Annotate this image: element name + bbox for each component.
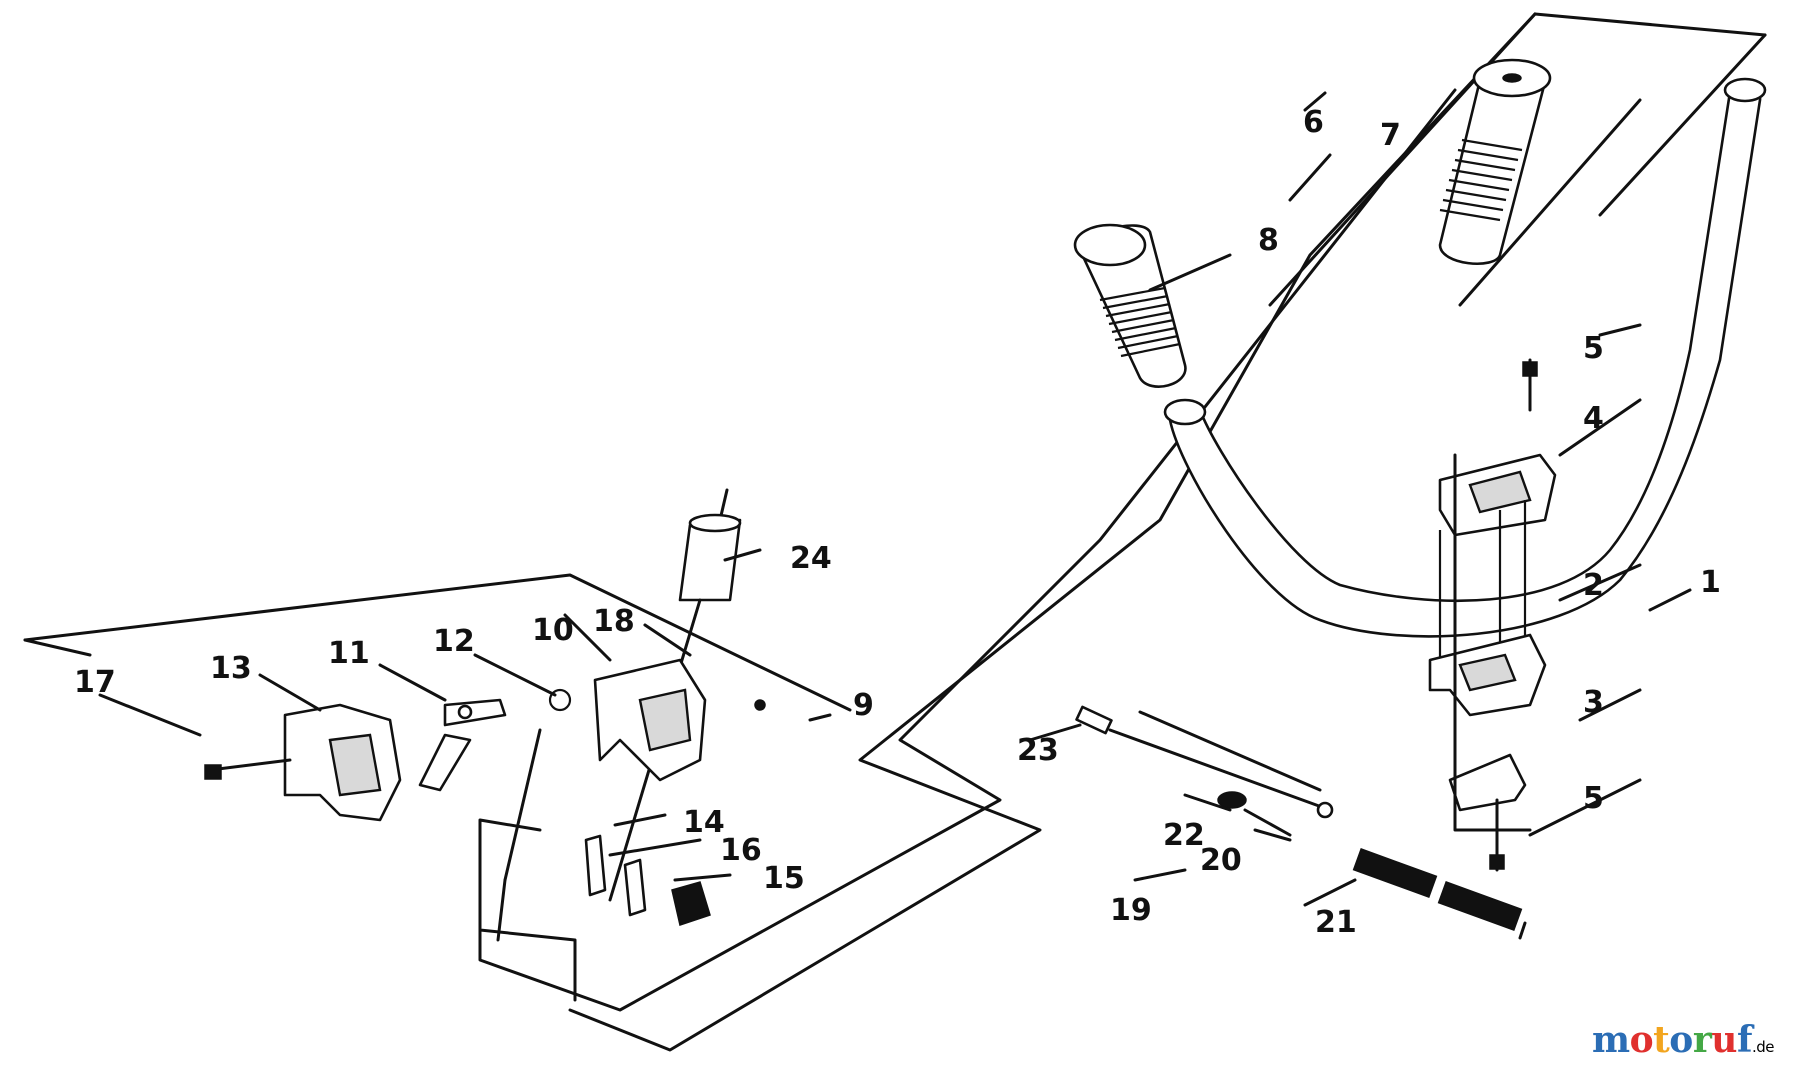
callout-8: 8 — [1258, 223, 1279, 258]
callout-5a: 5 — [1583, 331, 1604, 366]
grip-right — [1438, 58, 1552, 266]
throttle-cable — [1075, 705, 1527, 940]
callout-6: 6 — [1303, 105, 1324, 140]
watermark-letter: r — [1692, 1019, 1712, 1061]
assembly-frame-lines — [23, 12, 1767, 1052]
callout-12: 12 — [433, 624, 475, 659]
throttle-parts — [204, 488, 766, 942]
clamp-assembly — [1428, 358, 1557, 872]
callout-17: 17 — [74, 665, 116, 700]
callout-3: 3 — [1583, 685, 1604, 720]
callout-19: 19 — [1110, 893, 1152, 928]
callout-2: 2 — [1583, 568, 1604, 603]
callout-5b: 5 — [1583, 781, 1604, 816]
callout-24: 24 — [790, 541, 832, 576]
callout-21: 21 — [1315, 905, 1357, 940]
callout-22: 22 — [1163, 818, 1205, 853]
callout-13: 13 — [210, 651, 252, 686]
callout-1: 1 — [1700, 565, 1721, 600]
callout-15: 15 — [763, 861, 805, 896]
watermark-letter: t — [1653, 1019, 1670, 1061]
callout-10: 10 — [532, 613, 574, 648]
leader-lines — [98, 91, 1692, 907]
callout-9: 9 — [853, 688, 874, 723]
watermark-letter: u — [1711, 1019, 1737, 1061]
watermark-letter: m — [1592, 1019, 1630, 1061]
motoruf-watermark-logo: motoruf.de — [1592, 1019, 1774, 1061]
callout-4: 4 — [1583, 401, 1604, 436]
callout-23: 23 — [1017, 733, 1059, 768]
callout-7: 7 — [1380, 118, 1401, 153]
grip-left — [1073, 223, 1187, 388]
callout-labels: 1 2 3 4 5 5 6 7 8 9 10 11 12 13 14 15 16… — [74, 105, 1721, 940]
callout-14: 14 — [683, 805, 725, 840]
watermark-suffix: .de — [1751, 1038, 1775, 1056]
watermark-letter: f — [1736, 1019, 1753, 1061]
handlebar-tube — [1163, 77, 1767, 638]
callout-16: 16 — [720, 833, 762, 868]
watermark-letter: o — [1629, 1019, 1654, 1061]
callout-11: 11 — [328, 636, 370, 671]
callout-20: 20 — [1200, 843, 1242, 878]
watermark-letters: motoruf — [1592, 1019, 1752, 1061]
watermark-letter: o — [1669, 1019, 1693, 1061]
callout-18: 18 — [593, 604, 635, 639]
